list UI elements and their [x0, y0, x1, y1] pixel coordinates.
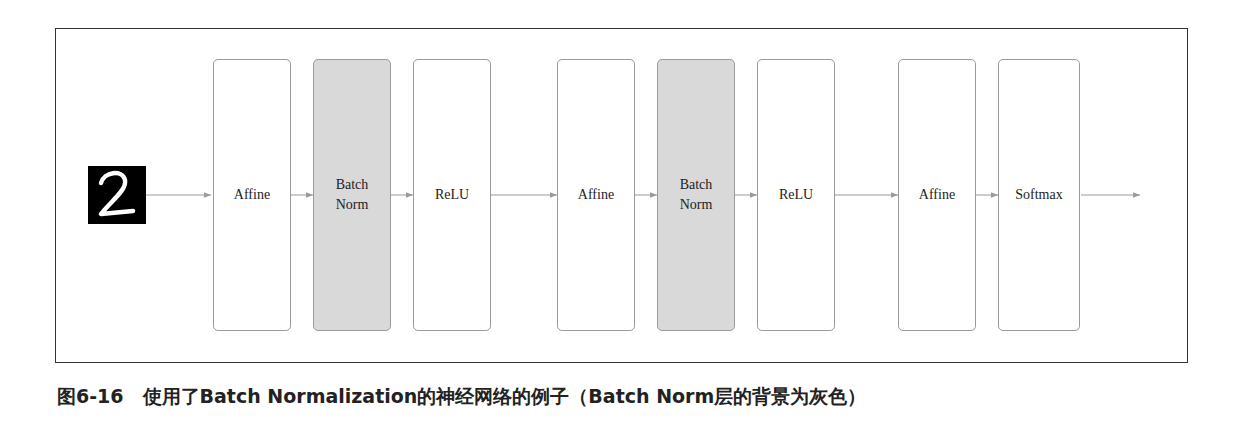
- layer-label: Affine: [919, 185, 955, 205]
- layer-label: Softmax: [1015, 185, 1062, 205]
- flow-arrow: [735, 195, 757, 196]
- figure-caption: 图6-16 使用了Batch Normalization的神经网络的例子（Bat…: [57, 384, 866, 410]
- flow-arrow: [291, 195, 313, 196]
- flow-arrow: [835, 195, 898, 196]
- digit-image: [88, 166, 146, 224]
- layer-box: ReLU: [413, 59, 491, 331]
- flow-arrow: [976, 195, 998, 196]
- output-arrow: [1081, 195, 1140, 196]
- flow-arrow: [491, 195, 557, 196]
- layer-box: Softmax: [998, 59, 1080, 331]
- flow-arrow: [635, 195, 657, 196]
- layer-label: ReLU: [435, 185, 469, 205]
- layer-box: Affine: [213, 59, 291, 331]
- figure-frame: [56, 29, 1188, 363]
- layer-label: ReLU: [779, 185, 813, 205]
- layer-box: Affine: [557, 59, 635, 331]
- flow-arrow: [391, 195, 413, 196]
- layer-box: Batch Norm: [313, 59, 391, 331]
- layer-label: Batch Norm: [336, 175, 369, 216]
- connector-layer: [291, 195, 998, 196]
- layer-label: Batch Norm: [680, 175, 713, 216]
- layer-label: Affine: [578, 185, 614, 205]
- layer-label: Affine: [234, 185, 270, 205]
- layer-box: ReLU: [757, 59, 835, 331]
- input-arrow: [146, 195, 211, 196]
- layer-box: Affine: [898, 59, 976, 331]
- layer-box: Batch Norm: [657, 59, 735, 331]
